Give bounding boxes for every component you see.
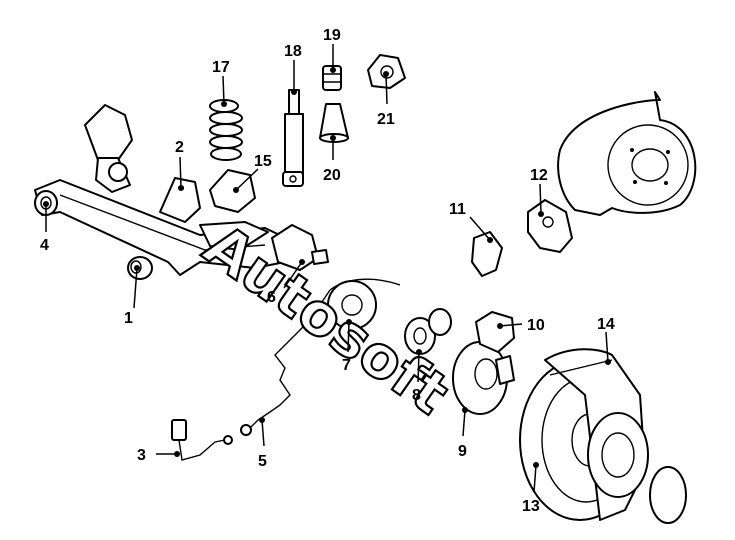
wheel-cover [587,412,687,524]
callout-6: 6 [267,289,276,306]
wheel-bearing [404,308,452,355]
callout-labels: 1 2 3 4 5 6 7 8 9 10 11 12 13 14 15 17 1… [40,27,615,515]
callout-20: 20 [323,167,341,184]
stub-axle [271,224,329,271]
brake-carrier [527,199,573,253]
callout-10: 10 [527,317,545,334]
spring-seat [209,169,256,213]
callout-2: 2 [175,139,184,156]
callout-19: 19 [323,27,341,44]
bump-stop [322,65,342,91]
callout-11: 11 [449,201,466,218]
brake-line [240,278,401,436]
callout-13: 13 [522,498,540,515]
callout-7: 7 [342,357,351,374]
callout-14: 14 [597,316,615,333]
callout-4: 4 [40,237,49,254]
callout-15: 15 [254,153,272,170]
callout-21: 21 [377,111,395,128]
callout-9: 9 [458,443,467,460]
callout-17: 17 [212,59,230,76]
shock-absorber [282,89,304,187]
brake-caliper [475,311,515,385]
callout-12: 12 [530,167,548,184]
mounting-bracket [159,177,201,223]
callout-8: 8 [412,387,421,404]
callout-1: 1 [124,310,133,327]
callout-3: 3 [137,447,146,464]
leader-lines [43,44,611,493]
abs-sensor-cable [171,419,233,461]
caliper-bracket [471,231,503,277]
callout-18: 18 [284,43,302,60]
spare-tyre [557,91,697,216]
callout-5: 5 [258,453,267,470]
coil-spring [209,99,243,161]
